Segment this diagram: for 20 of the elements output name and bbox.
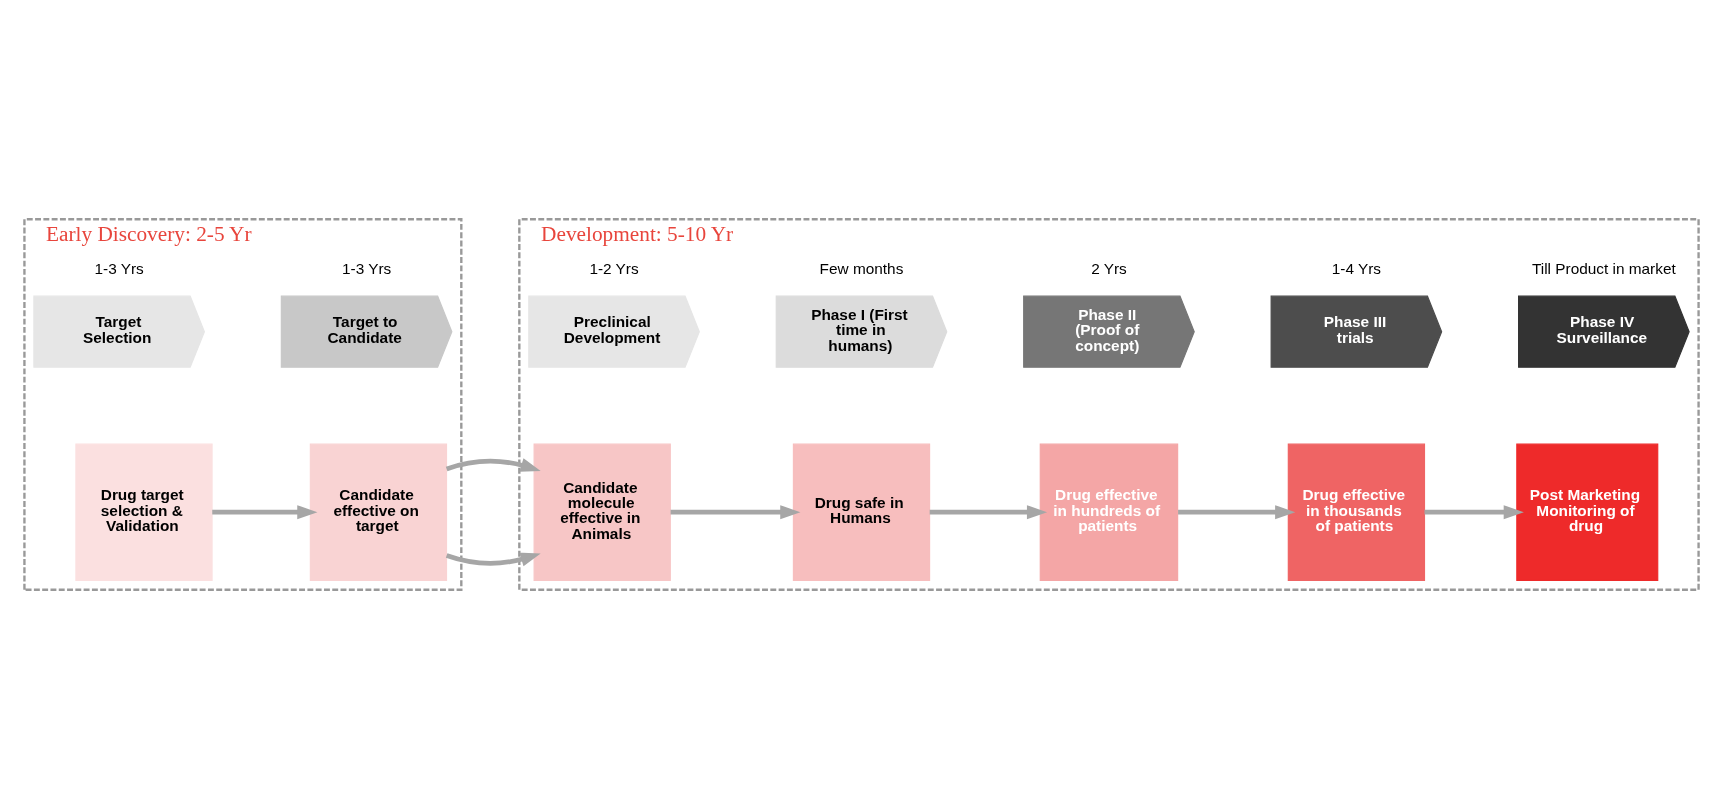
node-box: Drug effective in hundreds of patients (1039, 443, 1178, 581)
node-box: Drug effective in thousands of patients (1287, 443, 1425, 581)
node-label: Till Product in market (1531, 260, 1676, 278)
arrow (670, 505, 800, 520)
arrow (1424, 505, 1524, 520)
node-box: Post Marketing Monitoring of drug (1515, 443, 1658, 581)
node-label: 2 Yrs (1090, 260, 1127, 278)
node-label: 1-3 Yrs (341, 260, 391, 278)
arrow (1177, 505, 1295, 520)
node-label: 1-3 Yrs (94, 260, 144, 278)
node-label: Few months (819, 260, 903, 278)
node-box: Drug target selection & Validation (74, 443, 213, 581)
arrow (211, 505, 317, 520)
node-label: 1-2 Yrs (588, 260, 639, 278)
node-box: Candidate effective on target (309, 443, 447, 581)
arrow (929, 505, 1047, 520)
node-box: Drug safe in Humans (792, 443, 930, 581)
node-box: Candidate molecule effective in Animals (533, 443, 671, 581)
arrow (445, 458, 541, 567)
node-label: 1-4 Yrs (1331, 260, 1381, 278)
